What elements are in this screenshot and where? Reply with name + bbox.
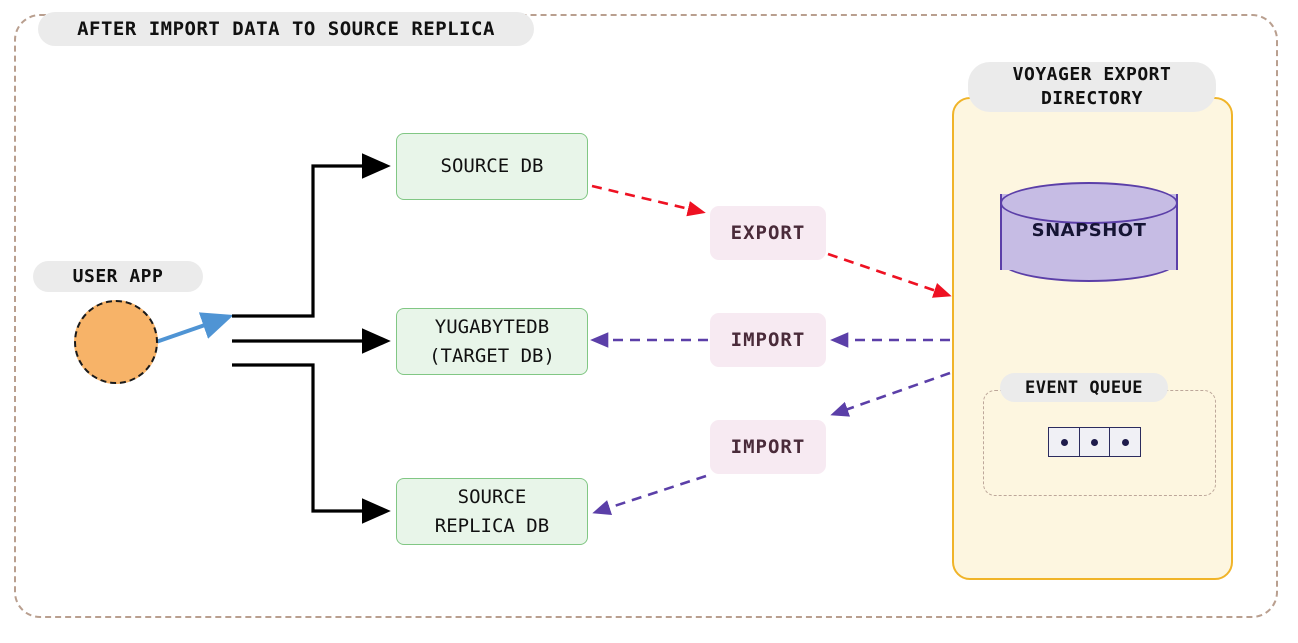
source-db-node[interactable]: SOURCE DB	[396, 133, 588, 200]
cylinder-top-ellipse	[1000, 182, 1178, 224]
import-replica-action-label[interactable]: IMPORT	[710, 420, 826, 474]
user-app-title: USER APP	[33, 261, 203, 292]
event-queue-cell[interactable]	[1078, 427, 1111, 457]
page-title: AFTER IMPORT DATA TO SOURCE REPLICA	[38, 12, 534, 46]
event-dot-icon	[1060, 438, 1068, 446]
event-dot-icon	[1091, 438, 1098, 446]
snapshot-cylinder[interactable]: SNAPSHOT	[1000, 182, 1178, 282]
voyager-export-directory-title: VOYAGER EXPORT DIRECTORY	[968, 62, 1216, 112]
target-db-node[interactable]: YUGABYTEDB (TARGET DB)	[396, 308, 588, 375]
event-queue-title: EVENT QUEUE	[1000, 373, 1168, 402]
export-action-label[interactable]: EXPORT	[710, 206, 826, 260]
voyager-export-directory-container	[952, 97, 1233, 580]
snapshot-label: SNAPSHOT	[1031, 220, 1147, 241]
user-app-circle[interactable]	[74, 300, 158, 384]
source-replica-db-node[interactable]: SOURCE REPLICA DB	[396, 478, 588, 545]
diagram-outer-frame	[14, 14, 1278, 618]
import-target-action-label[interactable]: IMPORT	[710, 313, 826, 367]
event-queue-cell[interactable]	[1109, 427, 1141, 457]
event-dot-icon	[1121, 438, 1129, 446]
event-queue-cells	[1048, 427, 1141, 457]
event-queue-cell[interactable]	[1048, 427, 1080, 457]
